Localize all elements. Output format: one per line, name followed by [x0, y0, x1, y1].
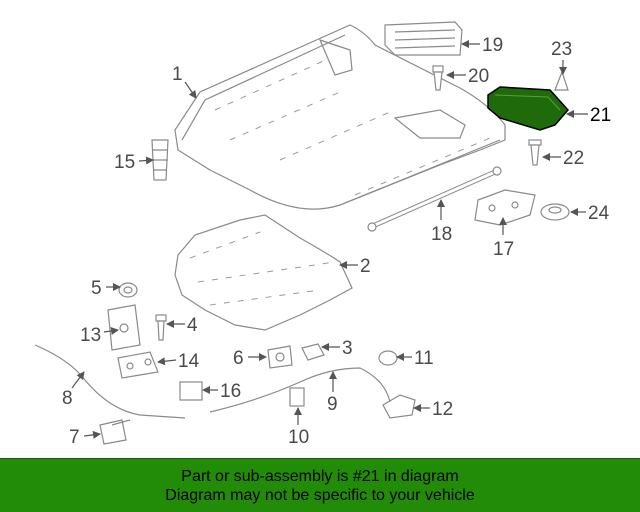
- callout-23: 23: [551, 39, 572, 60]
- callout-1: 1: [172, 64, 183, 85]
- notice-banner: Part or sub-assembly is #21 in diagram D…: [0, 458, 640, 512]
- callout-22: 22: [563, 148, 584, 169]
- grommet-11: [378, 350, 398, 366]
- leader-lines: [71, 40, 588, 439]
- callout-2: 2: [360, 256, 371, 277]
- callout-19: 19: [482, 35, 503, 56]
- bolt-4: [155, 314, 167, 341]
- release-handle-12: [382, 394, 416, 419]
- bumper-24: [540, 203, 570, 221]
- connector-16: [179, 381, 203, 401]
- callout-12: 12: [432, 399, 453, 420]
- callout-17: 17: [493, 239, 514, 260]
- screw-20: [432, 65, 444, 91]
- callout-3: 3: [342, 338, 353, 359]
- grommet-5: [118, 282, 138, 298]
- callout-4: 4: [187, 315, 198, 336]
- support-rod-15: [151, 139, 169, 181]
- screw-22: [528, 139, 542, 166]
- hood-panel: [174, 24, 506, 210]
- cable-9: [209, 367, 391, 413]
- callout-10: 10: [288, 427, 309, 448]
- notice-line-1: Part or sub-assembly is #21 in diagram: [181, 467, 459, 485]
- callout-11: 11: [414, 348, 434, 369]
- vent-grille: [384, 21, 463, 56]
- callout-18: 18: [431, 224, 452, 245]
- hood-hinge: [474, 189, 536, 226]
- callout-6: 6: [233, 348, 244, 369]
- clip-23: [554, 70, 569, 91]
- callout-labels: 1 2 3 4 5 6 7 8 9 10 11 12 13 14 15 16 1…: [62, 35, 611, 448]
- callout-21: 21: [590, 105, 611, 126]
- cable-8: [34, 344, 186, 426]
- callout-20: 20: [468, 66, 489, 87]
- callout-5: 5: [91, 278, 102, 299]
- clip-3: [301, 343, 325, 361]
- callout-14: 14: [178, 351, 200, 372]
- callout-7: 7: [69, 427, 80, 448]
- latch-7: [99, 419, 127, 445]
- latch-bracket-13: [107, 304, 141, 351]
- seal-21: [487, 86, 570, 131]
- insulator-pad: [174, 214, 353, 331]
- callout-13: 13: [80, 325, 101, 346]
- callout-8: 8: [62, 388, 73, 409]
- callout-16: 16: [220, 381, 241, 402]
- latch-6: [267, 345, 293, 369]
- callout-9: 9: [327, 394, 338, 415]
- parts-diagram: 1 2 3 4 5 6 7 8 9 10 11 12 13 14 15 16 1…: [34, 21, 611, 448]
- handle-10: [289, 387, 305, 407]
- callout-15: 15: [114, 152, 135, 173]
- callout-24: 24: [588, 203, 610, 224]
- notice-line-2: Diagram may not be specific to your vehi…: [165, 486, 475, 504]
- hood-strut: [367, 166, 502, 232]
- bracket-14: [117, 351, 159, 379]
